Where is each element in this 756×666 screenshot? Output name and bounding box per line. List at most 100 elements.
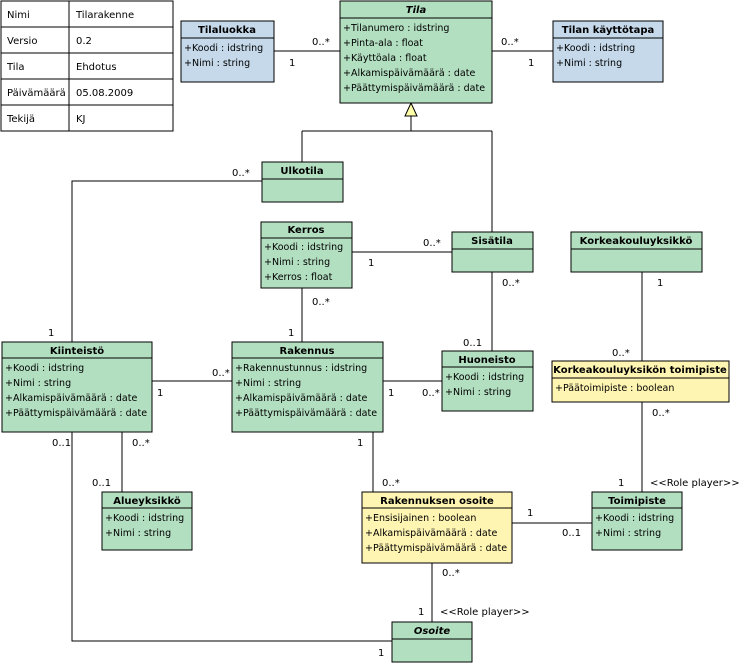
class-name: Kerros xyxy=(287,225,324,236)
multiplicity-label: 0..1 xyxy=(52,438,71,449)
class-alueyksikko[interactable]: Alueyksikkö +Koodi : idstring +Nimi : st… xyxy=(101,491,193,551)
class-kiinteisto[interactable]: Kiinteistö +Koodi : idstring +Nimi : str… xyxy=(1,341,153,433)
multiplicity-label: 1 xyxy=(528,58,534,69)
class-attr: +Nimi : string xyxy=(556,58,622,69)
class-name: Osoite xyxy=(414,626,451,637)
class-name: Korkeakouluyksikön toimipiste xyxy=(553,365,727,376)
info-value: 0.2 xyxy=(76,36,92,47)
info-key: Nimi xyxy=(7,10,30,21)
multiplicity-label: 0..* xyxy=(312,37,330,48)
class-attr: +Tilanumero : idstring xyxy=(343,23,449,34)
multiplicity-label: 0..* xyxy=(501,37,519,48)
class-name: Toimipiste xyxy=(608,496,666,507)
stereotype-label: <<Role player>> xyxy=(650,478,740,489)
class-attr: +Koodi : idstring xyxy=(264,242,343,253)
class-korkeakouluyksikko[interactable]: Korkeakouluyksikkö xyxy=(570,231,703,273)
multiplicity-label: 1 xyxy=(289,58,295,69)
class-attr: +Päättymispäivämäärä : date xyxy=(365,543,507,554)
info-key: Tekijä xyxy=(6,114,35,125)
class-attr: +Alkamispäivämäärä : date xyxy=(365,528,497,539)
associations xyxy=(71,50,643,642)
class-tilaluokka[interactable]: Tilaluokka +Koodi : idstring +Nimi : str… xyxy=(180,20,275,83)
multiplicity-label: 1 xyxy=(48,328,54,339)
multiplicity-label: 0..1 xyxy=(463,338,482,349)
multiplicity-label: 1 xyxy=(378,648,384,659)
multiplicity-label: 1 xyxy=(157,388,163,399)
multiplicity-label: 0..* xyxy=(382,478,400,489)
stereotype-label: <<Role player>> xyxy=(440,607,530,618)
assoc-kiinteisto-osoite xyxy=(71,432,392,642)
class-attr: +Alkamispäivämäärä : date xyxy=(5,393,137,404)
class-attr: +Kerros : float xyxy=(264,272,333,283)
class-attr: +Nimi : string xyxy=(184,58,250,69)
multiplicity-label: 0..1 xyxy=(562,528,581,539)
class-attr: +Päättymispäivämäärä : date xyxy=(5,408,147,419)
multiplicity-label: 0..* xyxy=(652,408,670,419)
class-attr: +Alkamispäivämäärä : date xyxy=(235,393,367,404)
class-rakennuksen-osoite[interactable]: Rakennuksen osoite +Ensisijainen : boole… xyxy=(361,491,513,564)
class-attr: +Päättymispäivämäärä : date xyxy=(343,83,485,94)
class-attr: +Koodi : idstring xyxy=(595,513,674,524)
multiplicity-label: 0..1 xyxy=(92,478,111,489)
class-attr: +Pinta-ala : float xyxy=(343,38,423,49)
multiplicity-label: 1 xyxy=(618,478,624,489)
class-attr: +Koodi : idstring xyxy=(556,43,635,54)
class-osoite[interactable]: Osoite xyxy=(391,621,473,663)
class-attr: +Koodi : idstring xyxy=(105,513,184,524)
class-name: Alueyksikkö xyxy=(113,496,181,507)
multiplicity-label: 1 xyxy=(388,388,394,399)
assoc-ulkotila-kiinteisto xyxy=(71,180,262,342)
class-sisatila[interactable]: Sisätila xyxy=(451,231,534,273)
info-value: 05.08.2009 xyxy=(76,88,133,99)
class-name: Korkeakouluyksikkö xyxy=(580,236,693,247)
multiplicity-label: 0..* xyxy=(423,238,441,249)
info-value: KJ xyxy=(76,114,86,125)
class-attr: +Koodi : idstring xyxy=(5,363,84,374)
multiplicity-labels: 1 0..* 0..* 1 0..* 1 1 0..* 0..* 1 0..* … xyxy=(48,37,670,659)
class-name: Tilan käyttötapa xyxy=(562,25,655,36)
class-attr: +Nimi : string xyxy=(235,378,301,389)
info-key: Tila xyxy=(6,62,25,73)
info-key: Versio xyxy=(7,36,37,47)
class-name: Sisätila xyxy=(471,236,513,247)
multiplicity-label: 0..* xyxy=(212,368,230,379)
class-name: Tilaluokka xyxy=(198,25,256,36)
class-attr: +Käyttöala : float xyxy=(343,53,427,64)
multiplicity-label: 0..* xyxy=(502,278,520,289)
multiplicity-label: 0..* xyxy=(132,438,150,449)
multiplicity-label: 0..* xyxy=(422,388,440,399)
class-attr: +Nimi : string xyxy=(264,257,330,268)
generalization-arrow xyxy=(404,101,418,117)
info-key: Päivämäärä xyxy=(7,88,66,99)
class-attr: +Rakennustunnus : idstring xyxy=(235,363,367,374)
class-name: Ulkotila xyxy=(280,166,323,177)
class-kk-toimipiste[interactable]: Korkeakouluyksikön toimipiste +Päätoimip… xyxy=(551,360,730,403)
class-tilan-kayttotapa[interactable]: Tilan käyttötapa +Koodi : idstring +Nimi… xyxy=(552,20,664,83)
class-name: Kiinteistö xyxy=(50,346,104,357)
multiplicity-label: 0..* xyxy=(612,348,630,359)
multiplicity-label: 1 xyxy=(368,258,374,269)
class-attr: +Alkamispäivämäärä : date xyxy=(343,68,475,79)
class-toimipiste[interactable]: Toimipiste +Koodi : idstring +Nimi : str… xyxy=(591,491,683,551)
class-rakennus[interactable]: Rakennus +Rakennustunnus : idstring +Nim… xyxy=(231,341,384,433)
class-attr: +Ensisijainen : boolean xyxy=(365,513,476,524)
class-attr: +Nimi : string xyxy=(5,378,71,389)
class-ulkotila[interactable]: Ulkotila xyxy=(261,161,344,203)
multiplicity-label: 1 xyxy=(527,508,533,519)
multiplicity-label: 1 xyxy=(418,607,424,618)
class-attr: +Nimi : string xyxy=(445,387,511,398)
class-attr: +Koodi : idstring xyxy=(184,43,263,54)
class-attr: +Nimi : string xyxy=(105,528,171,539)
multiplicity-label: 0..* xyxy=(442,568,460,579)
class-huoneisto[interactable]: Huoneisto +Koodi : idstring +Nimi : stri… xyxy=(441,350,534,412)
class-kerros[interactable]: Kerros +Koodi : idstring +Nimi : string … xyxy=(260,221,353,289)
class-name: Huoneisto xyxy=(458,355,515,366)
class-tila[interactable]: Tila +Tilanumero : idstring +Pinta-ala :… xyxy=(339,0,493,104)
class-attr: +Koodi : idstring xyxy=(445,372,524,383)
class-name: Rakennuksen osoite xyxy=(380,496,494,507)
info-table: Nimi Tilarakenne Versio 0.2 Tila Ehdotus… xyxy=(0,0,174,132)
info-value: Ehdotus xyxy=(76,62,117,73)
multiplicity-label: 1 xyxy=(288,328,294,339)
multiplicity-label: 0..* xyxy=(232,168,250,179)
